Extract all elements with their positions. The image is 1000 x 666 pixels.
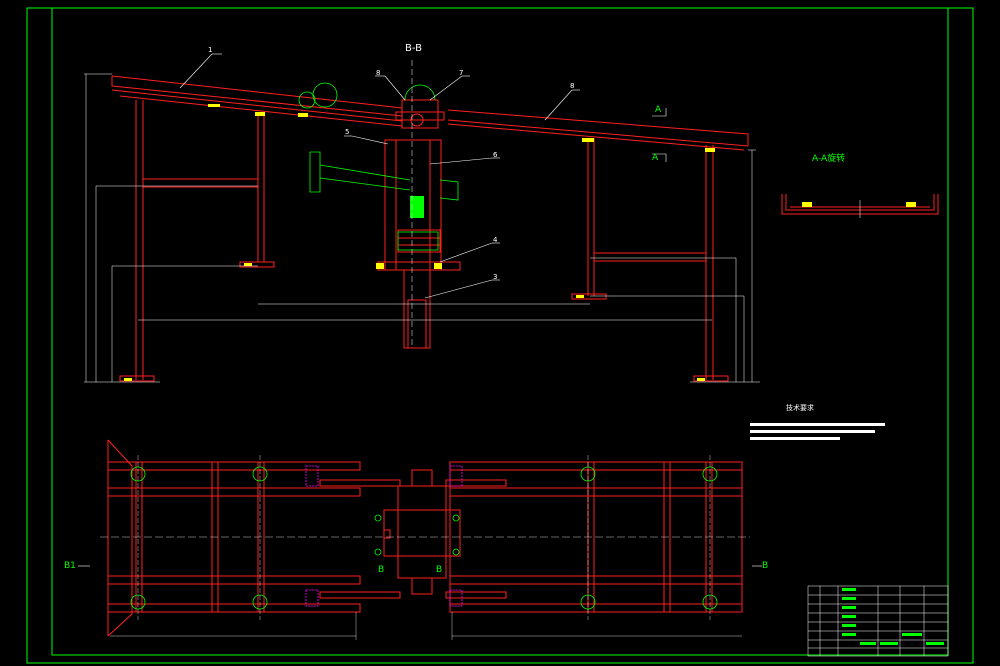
part-number-8-left: 8 [376, 69, 380, 77]
section-aa-title: A-A旋转 [812, 152, 845, 164]
part-number-7: 7 [459, 69, 463, 77]
part-number-3: 3 [493, 273, 497, 281]
dimension-lines [84, 60, 760, 383]
elevation-view [111, 75, 749, 382]
aa-plate-left [802, 202, 812, 207]
tech-requirements-title: 技术要求 [786, 403, 814, 412]
part-number-8-right: 8 [570, 82, 574, 90]
inner-border [51, 7, 949, 656]
part-number-6: 6 [493, 151, 498, 159]
section-b-center-right-label: B [436, 565, 442, 575]
section-a-bottom-label: A [652, 153, 659, 163]
hidden-arm [298, 82, 459, 251]
title-block-fills [842, 588, 944, 645]
part-number-5: 5 [345, 128, 349, 136]
base-plates [124, 104, 715, 381]
outer-border [26, 7, 974, 664]
tech-requirements-notes [750, 423, 885, 440]
leader-lines [179, 53, 667, 299]
part-number-4: 4 [493, 236, 498, 244]
section-a-top-label: A [655, 105, 662, 115]
plan-hidden-brackets [305, 465, 463, 607]
plan-view [107, 439, 743, 637]
title-block [807, 585, 949, 657]
section-b-right-label: B [762, 561, 768, 571]
part-number-1: 1 [208, 46, 212, 54]
cylinder-block [410, 196, 424, 218]
section-bb-label: B-B [405, 43, 422, 54]
plan-centerlines [100, 455, 750, 640]
aa-plate-right [906, 202, 916, 207]
section-b1-label: B1 [64, 561, 76, 571]
section-b-center-left-label: B [378, 565, 384, 575]
